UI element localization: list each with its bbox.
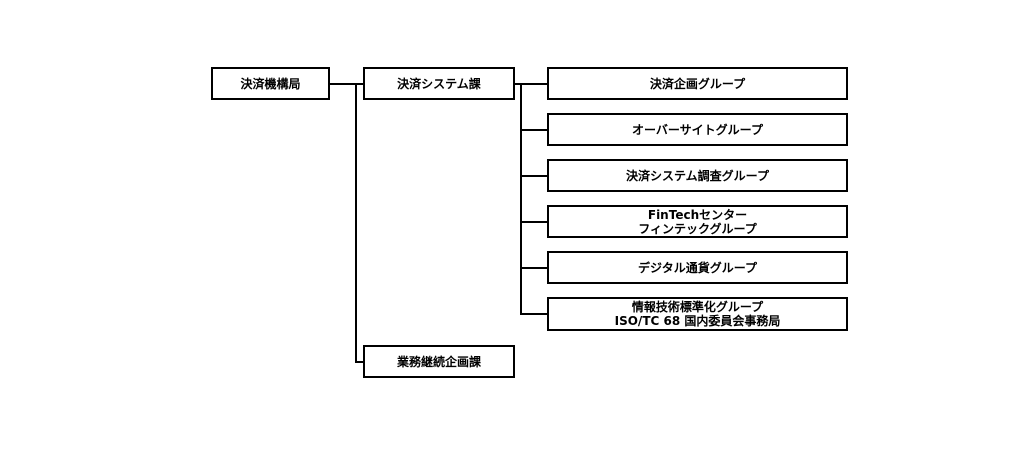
connector-line: [520, 129, 547, 131]
group-box: 決済企画グループ: [547, 67, 848, 100]
connector-line: [520, 313, 547, 315]
connector-line: [330, 83, 363, 85]
group-box: オーバーサイトグループ: [547, 113, 848, 146]
connector-line: [520, 267, 547, 269]
connector-line: [355, 361, 363, 363]
group-box: 情報技術標準化グループ ISO/TC 68 国内委員会事務局: [547, 297, 848, 331]
connector-line: [520, 83, 522, 314]
bureau-label: 決済機構局: [240, 76, 301, 91]
group-label-line: FinTechセンター: [647, 207, 748, 222]
bureau-box: 決済機構局: [211, 67, 330, 100]
connector-line: [355, 83, 357, 362]
connector-line: [520, 221, 547, 223]
group-label: デジタル通貨グループ: [637, 260, 758, 275]
group-box: 決済システム調査グループ: [547, 159, 848, 192]
division-box: 業務継続企画課: [363, 345, 515, 378]
group-label-line: 情報技術標準化グループ: [631, 300, 764, 314]
group-box: デジタル通貨グループ: [547, 251, 848, 284]
division-box: 決済システム課: [363, 67, 515, 100]
group-label: 決済企画グループ: [649, 76, 746, 91]
group-label-line: ISO/TC 68 国内委員会事務局: [614, 314, 781, 328]
group-label: 決済システム調査グループ: [626, 168, 769, 183]
division-label: 決済システム課: [397, 76, 481, 91]
connector-line: [520, 175, 547, 177]
group-label-line: フィンテックグループ: [638, 221, 757, 236]
division-label: 業務継続企画課: [396, 354, 481, 369]
connector-line: [515, 83, 547, 85]
group-box: FinTechセンター フィンテックグループ: [547, 205, 848, 238]
group-label: オーバーサイトグループ: [632, 122, 763, 137]
